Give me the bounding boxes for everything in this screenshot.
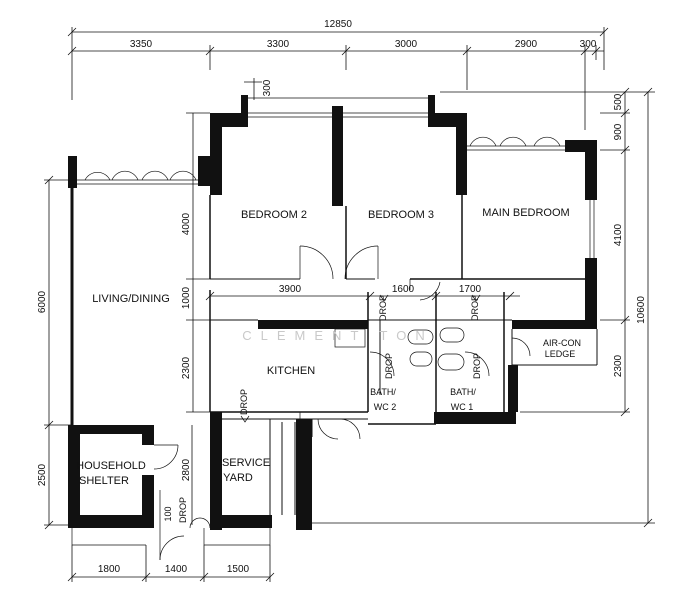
dim-bay: 300 (262, 79, 273, 96)
dim-top-5: 300 (580, 39, 597, 50)
room-bedroom-2: BEDROOM 2 (241, 209, 307, 221)
room-labels: BEDROOM 2 BEDROOM 3 MAIN BEDROOM LIVING/… (76, 207, 581, 487)
dim-right-4: 2300 (613, 354, 624, 377)
dim-inner-4: 2800 (181, 458, 192, 481)
dim-left-1: 6000 (37, 290, 48, 313)
watermark: CLEMENT TON (242, 328, 433, 343)
dim-left-2: 2500 (37, 463, 48, 486)
room-service-line2: YARD (223, 472, 253, 484)
dim-bottom-3: 1500 (227, 564, 250, 575)
dim-mid-3: 1700 (459, 284, 482, 295)
dim-top-2: 3300 (267, 39, 290, 50)
dimension-lines (44, 27, 655, 582)
dim-right-1: 500 (613, 93, 624, 110)
dim-top-4: 2900 (515, 39, 538, 50)
dim-inner-2: 1000 (181, 286, 192, 309)
room-aircon-line1: AIR-CON (543, 338, 581, 348)
drop-label-1: DROP (378, 295, 388, 321)
dimension-labels: 12850 3350 3300 3000 2900 300 300 500 90… (37, 19, 647, 575)
dim-bottom-2: 1400 (165, 564, 188, 575)
room-bath-1-line2: WC 1 (451, 402, 474, 412)
room-aircon-line2: LEDGE (545, 349, 576, 359)
drop-label-5: DROP (472, 353, 482, 379)
dim-mid-1: 3900 (279, 284, 302, 295)
drop-label-6: DROP (178, 497, 188, 523)
dim-inner-1: 4000 (181, 212, 192, 235)
room-service-line1: SERVICE (222, 457, 270, 469)
drop-label-3: DROP (239, 389, 249, 415)
walls (68, 95, 598, 561)
room-shelter-line2: SHELTER (79, 475, 129, 487)
room-bedroom-3: BEDROOM 3 (368, 209, 434, 221)
dim-mid-2: 1600 (392, 284, 415, 295)
drop-label-2: DROP (470, 295, 480, 321)
drop-size-label: 100 (163, 506, 173, 521)
dim-top-1: 3350 (130, 39, 153, 50)
room-bath-2-line1: BATH/ (370, 387, 396, 397)
dim-inner-3: 2300 (181, 356, 192, 379)
dim-right-3: 4100 (613, 223, 624, 246)
dim-right-2: 900 (613, 123, 624, 140)
room-kitchen: KITCHEN (267, 365, 315, 377)
dim-bottom-1: 1800 (98, 564, 121, 575)
room-bath-2-line2: WC 2 (374, 402, 397, 412)
dim-right-total: 10600 (636, 296, 647, 324)
drop-labels: DROP DROP DROP DROP DROP DROP 100 (163, 294, 482, 523)
room-bath-1-line1: BATH/ (450, 387, 476, 397)
room-main-bedroom: MAIN BEDROOM (482, 207, 569, 219)
dim-top-total: 12850 (324, 19, 352, 30)
room-shelter-line1: HOUSEHOLD (76, 460, 146, 472)
dim-top-3: 3000 (395, 39, 418, 50)
room-living-dining: LIVING/DINING (92, 293, 170, 305)
drop-label-4: DROP (384, 353, 394, 379)
